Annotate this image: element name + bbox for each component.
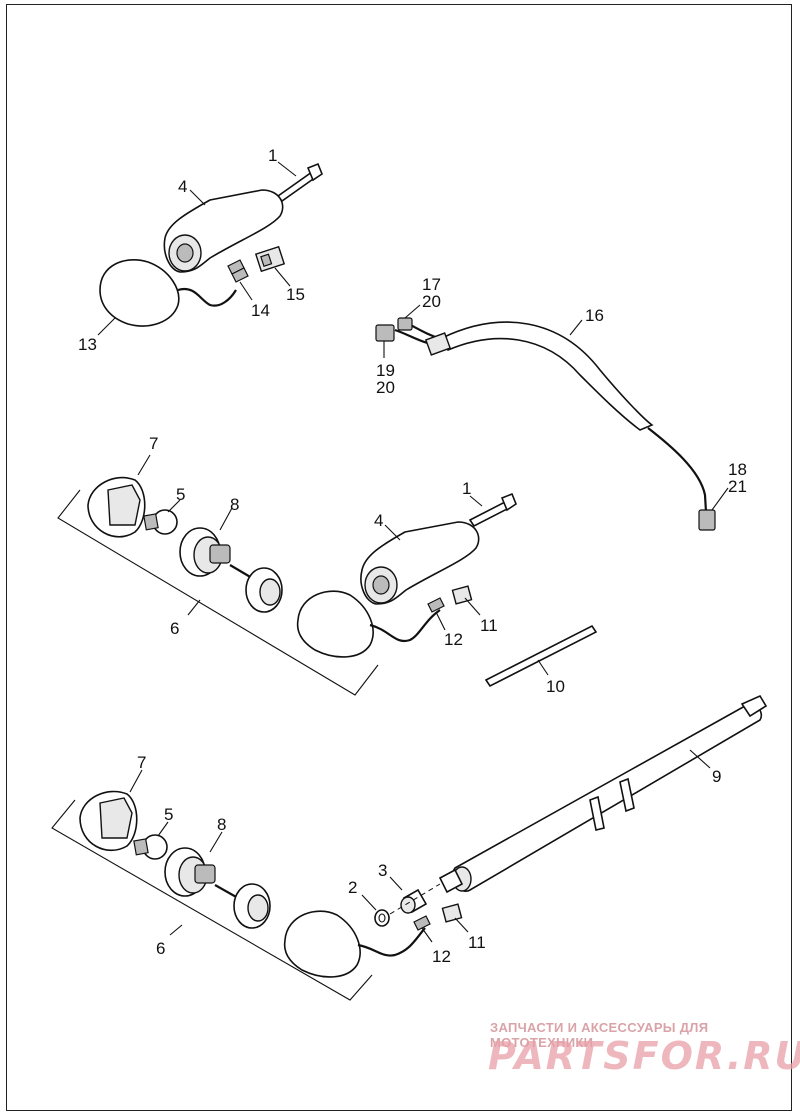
callout-14: 14 [251, 301, 270, 320]
harness-part-16 [375, 317, 716, 531]
housing-part-4-top [163, 189, 284, 273]
callout-18: 18 [728, 460, 747, 479]
bezel-part-7-mid [87, 476, 146, 538]
wire-bottom-socket [214, 884, 239, 899]
callout-21: 21 [728, 477, 747, 496]
connector-part-11-mid [451, 585, 473, 605]
bulb-part-5-mid [143, 509, 178, 535]
callout-19: 19 [376, 361, 395, 380]
centerline-bottom [389, 883, 441, 915]
callout-9: 9 [712, 767, 721, 786]
bulb-part-5-bottom [133, 834, 168, 860]
bracket-line-6-bottom [51, 799, 373, 1001]
wire-top-lamp [177, 287, 237, 307]
socket-part-8-bottom [164, 847, 216, 897]
callout-16: 16 [585, 306, 604, 325]
housing-part-4-mid [360, 521, 480, 605]
watermark-caption: ЗАПЧАСТИ И АКСЕССУАРЫ ДЛЯ МОТОТЕХНИКИ [490, 1020, 709, 1050]
callout-7-bottom: 7 [137, 753, 146, 772]
wire-bottom-lamp [357, 927, 426, 957]
callout-11-mid: 11 [480, 616, 498, 635]
callout-4-mid: 4 [374, 511, 383, 530]
callout-4-top: 4 [178, 177, 187, 196]
terminals-part-14 [227, 259, 249, 283]
rod-part-10 [484, 624, 598, 688]
leader-lines [97, 161, 729, 943]
callout-10: 10 [546, 677, 565, 696]
bezel-part-7-bottom [79, 790, 138, 852]
grommet-bottom [233, 883, 271, 929]
callout-2: 2 [348, 878, 357, 897]
terminals-part-12-bottom [413, 915, 431, 931]
callout-20-lower: 20 [376, 378, 395, 397]
wire-mid-lamp [369, 609, 441, 643]
washer-part-2 [374, 909, 390, 927]
callout-1-mid: 1 [462, 479, 471, 498]
bolt-part-1-mid [468, 492, 517, 528]
callout-12-mid: 12 [444, 630, 463, 649]
callout-13: 13 [78, 335, 97, 354]
lens-bottom [283, 910, 361, 978]
callout-11-bottom: 11 [468, 933, 486, 952]
tube-part-9 [438, 694, 768, 894]
terminals-part-12-mid [427, 597, 445, 613]
wire-mid-socket [229, 564, 253, 579]
watermark-logo: PARTSFOR.RU [488, 1034, 800, 1078]
diagram-frame [6, 4, 792, 1111]
callout-5-bottom: 5 [164, 805, 173, 824]
callout-7-mid: 7 [149, 434, 158, 453]
callout-12-bottom: 12 [432, 947, 451, 966]
callout-3: 3 [378, 861, 387, 880]
callout-6-bottom: 6 [156, 939, 165, 958]
spacer-part-3 [400, 888, 428, 914]
callout-15: 15 [286, 285, 305, 304]
callout-1-top: 1 [268, 146, 277, 165]
bracket-line-6-mid [57, 489, 379, 696]
connector-part-11-bottom [441, 903, 463, 923]
socket-part-8-mid [179, 527, 231, 577]
lens-mid [296, 590, 374, 658]
lens-part-13 [99, 259, 180, 327]
bolt-part-1-top [276, 162, 323, 203]
callout-20-upper: 20 [422, 292, 441, 311]
callout-8-bottom: 8 [217, 815, 226, 834]
callout-6-mid: 6 [170, 619, 179, 638]
callout-5-mid: 5 [176, 485, 185, 504]
connector-part-15 [254, 245, 286, 273]
callout-17: 17 [422, 275, 441, 294]
callout-8-mid: 8 [230, 495, 239, 514]
grommet-mid [245, 567, 283, 613]
